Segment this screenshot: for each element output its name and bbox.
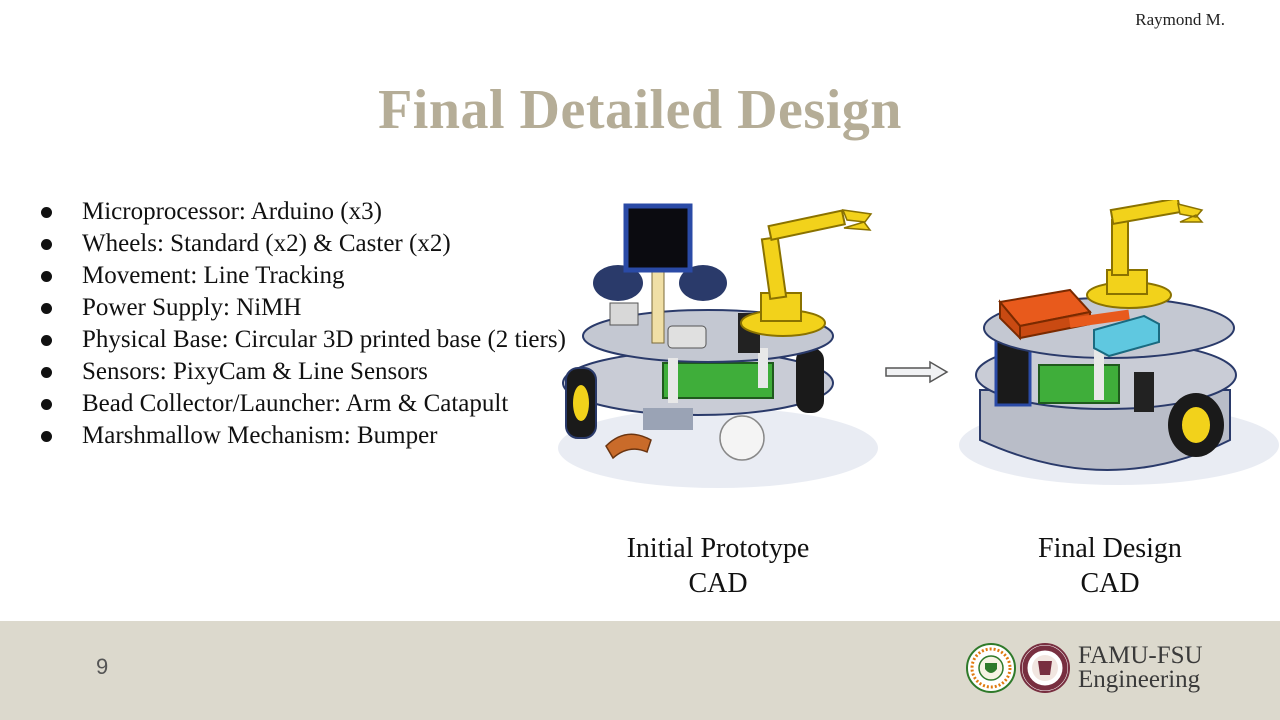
bullet-dot-icon xyxy=(41,206,52,218)
bullet-item: Sensors: PixyCam & Line Sensors xyxy=(38,356,566,388)
bullet-item: Bead Collector/Launcher: Arm & Catapult xyxy=(38,388,566,420)
initial-prototype-caption: Initial Prototype CAD xyxy=(626,533,810,599)
spec-bullet-list: Microprocessor: Arduino (x3) Wheels: Sta… xyxy=(38,196,566,452)
final-design-caption: Final Design CAD xyxy=(1038,533,1182,599)
bullet-dot-icon xyxy=(41,270,52,282)
bullet-item: Wheels: Standard (x2) & Caster (x2) xyxy=(38,228,566,260)
bullet-dot-icon xyxy=(41,334,52,346)
bullet-item: Power Supply: NiMH xyxy=(38,292,566,324)
author-label: Raymond M. xyxy=(1135,10,1225,29)
bullet-item: Marshmallow Mechanism: Bumper xyxy=(38,420,566,452)
final-design-robot-image xyxy=(959,200,1279,485)
bullet-dot-icon xyxy=(41,430,52,442)
right-arrow-icon xyxy=(885,360,949,384)
logo-wordmark: FAMU-FSU Engineering xyxy=(1078,642,1203,693)
bullet-dot-icon xyxy=(41,398,52,410)
famu-seal-icon xyxy=(966,643,1016,693)
famu-fsu-engineering-logo: FAMU-FSU Engineering xyxy=(966,641,1203,695)
initial-prototype-robot-image xyxy=(558,203,878,488)
bullet-item: Movement: Line Tracking xyxy=(38,260,566,292)
bullet-dot-icon xyxy=(41,238,52,250)
bullet-dot-icon xyxy=(41,366,52,378)
fsu-seal-icon xyxy=(1020,643,1070,693)
page-number: 9 xyxy=(96,654,109,679)
slide-footer: 9 FAMU-FSU Engineering xyxy=(0,621,1280,720)
bullet-item: Physical Base: Circular 3D printed base … xyxy=(38,324,566,356)
bullet-dot-icon xyxy=(41,302,52,314)
bullet-item: Microprocessor: Arduino (x3) xyxy=(38,196,566,228)
slide-title: Final Detailed Design xyxy=(378,79,902,141)
